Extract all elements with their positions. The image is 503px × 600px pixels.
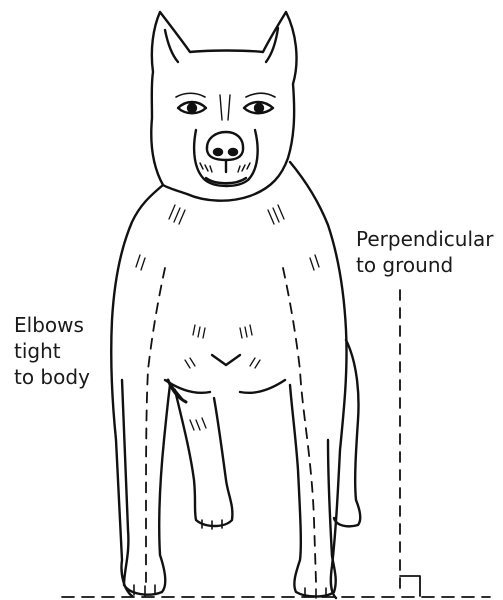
nose	[207, 132, 243, 160]
right-angle-marker	[400, 576, 420, 596]
elbows-label-line-1: Elbows	[14, 312, 90, 338]
elbows-label-line-2: tight	[14, 338, 90, 364]
elbows-label: Elbows tight to body	[14, 312, 90, 390]
leg-alignment-dashes	[146, 268, 316, 582]
rear-leg	[175, 390, 232, 526]
perpendicular-label-line-2: to ground	[356, 252, 494, 278]
elbows-label-line-3: to body	[14, 364, 90, 390]
perpendicular-label: Perpendicular to ground	[356, 226, 494, 278]
body-outline	[111, 185, 163, 596]
perpendicular-label-line-1: Perpendicular	[356, 226, 494, 252]
